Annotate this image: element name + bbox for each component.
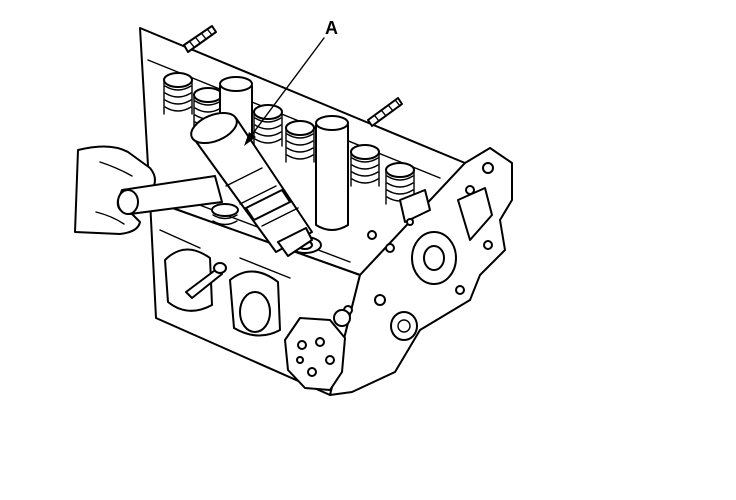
intake-ports xyxy=(159,229,291,337)
callout-A-arrowhead xyxy=(244,132,256,146)
side-stud xyxy=(185,262,227,299)
callout-A-label: A xyxy=(325,18,338,38)
valve-guide-tube-2 xyxy=(315,115,349,231)
front-boss xyxy=(284,309,351,391)
end-face-details xyxy=(343,162,494,341)
callout-A-leader xyxy=(247,37,325,141)
callout-A: A xyxy=(244,18,338,146)
driver-tool-A xyxy=(190,111,313,257)
studs xyxy=(183,25,403,127)
hammer-handle xyxy=(116,175,223,215)
cylinder-head xyxy=(139,25,513,396)
